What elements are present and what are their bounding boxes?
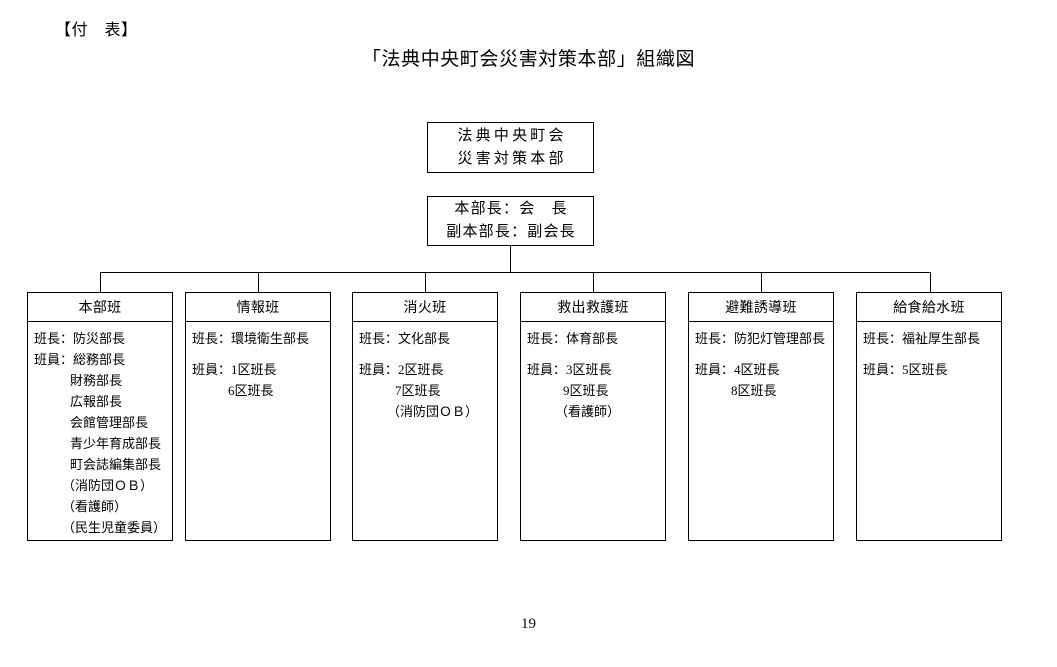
member-row: 8区班長 (731, 383, 777, 398)
connector-horizontal-bus (100, 272, 931, 273)
connector-drop-6 (930, 272, 931, 292)
department-box-honbuhan: 本部班 班長：防災部長班員：総務部長財務部長広報部長会館管理部長青少年育成部長町… (27, 292, 173, 541)
department-title: 消火班 (353, 293, 497, 322)
connector-drop-3 (425, 272, 426, 292)
member-row: 班長：防犯灯管理部長 (695, 331, 826, 346)
member-row: 班長：福祉厚生部長 (863, 331, 981, 346)
member-row: （消防団ＯＢ） (387, 404, 479, 419)
member-row: 班長：文化部長 (359, 331, 451, 346)
attachment-label: 【付 表】 (55, 22, 138, 39)
member-row-spacer (192, 349, 330, 359)
page-number: 19 (521, 616, 536, 632)
leadership-line-1: 本部長：会 長 (454, 201, 568, 217)
member-row-spacer (527, 349, 665, 359)
member-row: 班員：総務部長 (34, 352, 126, 367)
member-row-spacer (695, 349, 833, 359)
department-members: 班長：防犯灯管理部長班員：4区班長 8区班長 (689, 322, 833, 401)
leadership-line-2: 副本部長：副会長 (446, 224, 576, 240)
department-box-kyushoku-kyusuihan: 給食給水班 班長：福祉厚生部長班員：5区班長 (856, 292, 1002, 541)
connector-drop-5 (761, 272, 762, 292)
department-members: 班長：防災部長班員：総務部長財務部長広報部長会館管理部長青少年育成部長町会誌編集… (28, 322, 172, 538)
member-row: （消防団ＯＢ） (62, 478, 154, 493)
department-title: 給食給水班 (857, 293, 1001, 322)
member-row: （看護師） (62, 499, 128, 514)
member-row: 班長：防災部長 (34, 331, 126, 346)
department-box-kyushutsu-kyugohan: 救出救護班 班長：体育部長班員：3区班長 9区班長 （看護師） (520, 292, 666, 541)
connector-leadership-trunk (510, 246, 511, 272)
member-row: 6区班長 (228, 383, 274, 398)
connector-drop-4 (593, 272, 594, 292)
department-members: 班長：文化部長班員：2区班長 7区班長 （消防団ＯＢ） (353, 322, 497, 422)
member-row: 町会誌編集部長 (70, 457, 162, 472)
department-box-hinan-yudohan: 避難誘導班 班長：防犯灯管理部長班員：4区班長 8区班長 (688, 292, 834, 541)
root-node-line-1: 法典中央町会 (457, 127, 567, 144)
member-row: 9区班長 (563, 383, 609, 398)
member-row: 会館管理部長 (70, 415, 149, 430)
department-title: 救出救護班 (521, 293, 665, 322)
department-members: 班長：環境衛生部長班員：1区班長 6区班長 (186, 322, 330, 401)
member-row: （看護師） (555, 404, 621, 419)
member-row: 班員：5区班長 (863, 362, 948, 377)
leadership-node: 本部長：会 長 副本部長：副会長 (427, 196, 594, 246)
member-row: 青少年育成部長 (70, 436, 162, 451)
root-node-headquarters: 法典中央町会 災害対策本部 (427, 122, 594, 173)
department-title: 避難誘導班 (689, 293, 833, 322)
department-box-shokahan: 消火班 班長：文化部長班員：2区班長 7区班長 （消防団ＯＢ） (352, 292, 498, 541)
root-node-line-2: 災害対策本部 (457, 150, 567, 167)
page-title: 「法典中央町会災害対策本部」組織図 (361, 49, 696, 70)
member-row: 班長：体育部長 (527, 331, 619, 346)
member-row: 班員：4区班長 (695, 362, 780, 377)
department-box-johohan: 情報班 班長：環境衛生部長班員：1区班長 6区班長 (185, 292, 331, 541)
member-row: 財務部長 (70, 373, 123, 388)
member-row: （民生児童委員） (62, 520, 167, 535)
member-row: 班員：3区班長 (527, 362, 612, 377)
member-row: 班員：2区班長 (359, 362, 444, 377)
member-row: 班長：環境衛生部長 (192, 331, 310, 346)
connector-drop-1 (100, 272, 101, 292)
member-row: 広報部長 (70, 394, 123, 409)
department-title: 情報班 (186, 293, 330, 322)
connector-drop-2 (258, 272, 259, 292)
member-row-spacer (359, 349, 497, 359)
member-row-spacer (863, 349, 1001, 359)
department-members: 班長：体育部長班員：3区班長 9区班長 （看護師） (521, 322, 665, 422)
department-title: 本部班 (28, 293, 172, 322)
department-members: 班長：福祉厚生部長班員：5区班長 (857, 322, 1001, 380)
member-row: 7区班長 (395, 383, 441, 398)
member-row: 班員：1区班長 (192, 362, 277, 377)
